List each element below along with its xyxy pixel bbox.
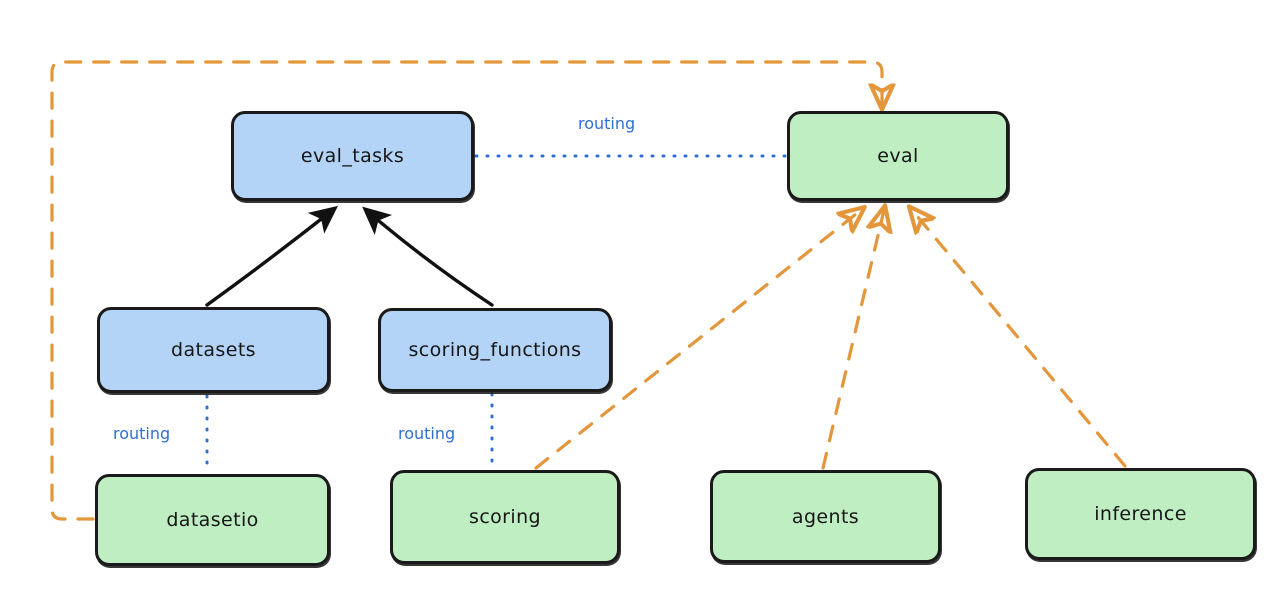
node-label-eval: eval [877, 145, 919, 167]
node-datasetio[interactable]: datasetio [95, 474, 330, 566]
edge-scoring-to-eval [534, 210, 861, 470]
node-scoring[interactable]: scoring [390, 470, 620, 564]
node-label-agents: agents [791, 505, 860, 528]
node-inference[interactable]: inference [1025, 468, 1256, 560]
edge-label-routing-scoring-functions-scoring: routing [398, 424, 456, 443]
node-label-scoring-functions: scoring_functions [408, 339, 582, 361]
edge-inference-to-eval [912, 210, 1127, 468]
node-label-scoring: scoring [469, 506, 541, 528]
node-datasets[interactable]: datasets [97, 307, 330, 393]
node-eval-tasks[interactable]: eval_tasks [231, 111, 474, 201]
node-agents[interactable]: agents [710, 470, 941, 563]
node-label-eval-tasks: eval_tasks [300, 145, 405, 167]
edge-datasetio-to-eval [50, 60, 882, 521]
edge-label-routing-datasets-datasetio: routing [113, 424, 171, 443]
node-label-datasets: datasets [171, 339, 256, 361]
node-label-inference: inference [1094, 503, 1187, 525]
edge-agents-to-eval [821, 210, 884, 470]
edge-label-routing-eval-tasks-eval: routing [578, 114, 636, 133]
node-eval[interactable]: eval [787, 111, 1009, 201]
node-label-datasetio: datasetio [166, 509, 259, 531]
edge-datasets-to-eval-tasks [205, 205, 339, 307]
edge-scoring-functions-to-eval-tasks [362, 206, 494, 307]
node-scoring-functions[interactable]: scoring_functions [378, 308, 612, 392]
